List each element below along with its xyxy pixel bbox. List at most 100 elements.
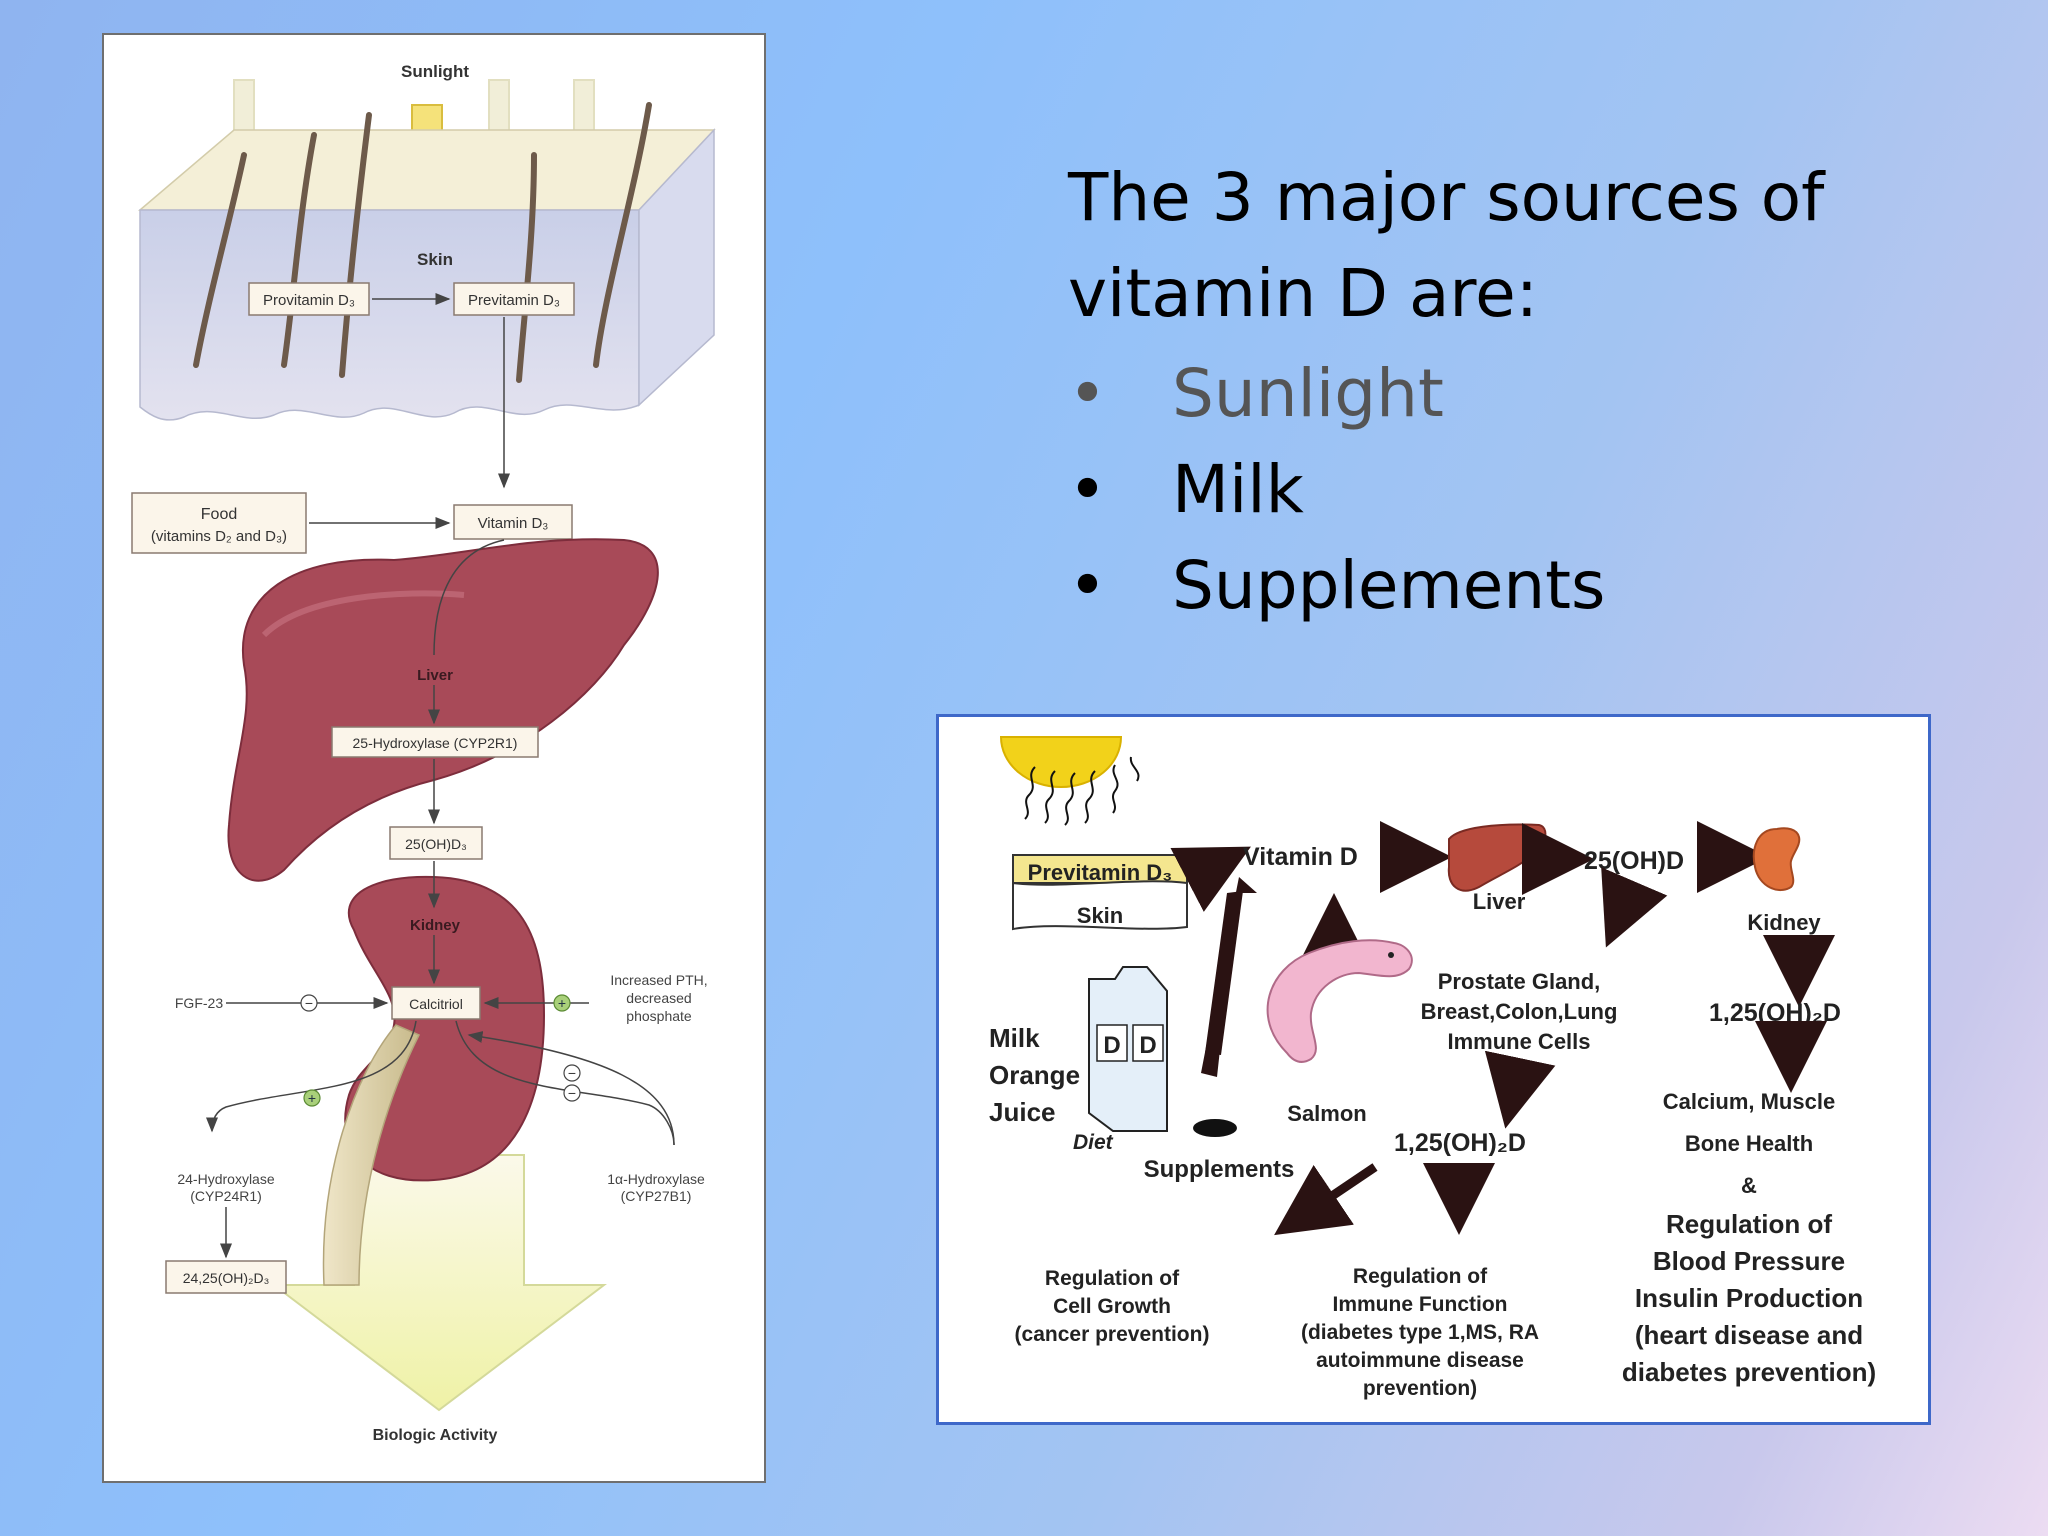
sources-list: •Sunlight • Milk • Supplements <box>1068 346 1605 634</box>
inhibit-icon <box>563 1064 581 1082</box>
inhibit-icon <box>563 1084 581 1102</box>
list-item: •Sunlight <box>1068 346 1605 442</box>
blood-pressure-label: Blood Pressure <box>1653 1246 1845 1276</box>
food-label: Food <box>201 506 237 523</box>
reg-imm-label-5: prevention) <box>1363 1377 1477 1400</box>
skin-label: Skin <box>417 250 453 269</box>
milk-carton-icon <box>1088 966 1168 1132</box>
bullet-icon: • <box>1068 451 1107 528</box>
liver-label: Liver <box>417 667 453 684</box>
dihydroxy-kidney-label: 1,25(OH)₂D <box>1709 999 1841 1027</box>
arrow <box>1274 1163 1378 1236</box>
h1a-sublabel: (CYP27B1) <box>621 1188 692 1204</box>
minus-sign: − <box>568 1085 576 1101</box>
pth-label-2: decreased <box>626 990 691 1006</box>
plus-sign: + <box>558 995 566 1011</box>
pth-label-3: phosphate <box>626 1008 692 1024</box>
dihydroxy-tissue-label: 1,25(OH)₂D <box>1394 1129 1526 1157</box>
slide-title: The 3 major sources of vitamin D are: <box>1068 159 1825 332</box>
immune-function-group: Regulation of Immune Function (diabetes … <box>1301 1265 1539 1400</box>
hydroxylase25-label: 25-Hydroxylase (CYP2R1) <box>353 735 518 751</box>
regulation-group: Regulation of Blood Pressure Insulin Pro… <box>1622 1209 1876 1387</box>
reg-cell-label: Regulation of <box>1045 1267 1180 1290</box>
provitamin-label: Provitamin D₃ <box>263 292 355 309</box>
arrow <box>1484 1050 1556 1129</box>
ureter-icon <box>322 1024 421 1286</box>
biologic-activity-label: Biologic Activity <box>373 1427 498 1444</box>
reg-cell-label-2: Cell Growth <box>1053 1295 1171 1318</box>
reg-of-label: Regulation of <box>1666 1209 1832 1239</box>
kidney-label: Kidney <box>410 917 461 934</box>
sun-rays-icon <box>1024 756 1140 826</box>
list-item: • Supplements <box>1068 538 1605 634</box>
amp-label: & <box>1741 1173 1757 1198</box>
kidney-label: Kidney <box>1747 910 1821 935</box>
previtamin-label: Previtamin D₃ <box>1028 860 1173 885</box>
sunlight-label: Sunlight <box>401 62 469 81</box>
pth-label: Increased PTH, <box>610 972 707 988</box>
immune-cells-label: Immune Cells <box>1447 1029 1590 1054</box>
vitamin-d3-label: Vitamin D₃ <box>478 515 549 532</box>
sources-diagram: Previtamin D₃ Skin Vitamin D Liver 25(OH… <box>936 714 1931 1425</box>
orange-label: Orange <box>989 1060 1080 1090</box>
metabolism-diagram: Sunlight Skin Provitamin D₃ Previtamin D… <box>102 33 766 1483</box>
hair-icon <box>193 102 652 383</box>
breast-label: Breast,Colon,Lung <box>1421 999 1618 1024</box>
pill-icon <box>1193 1119 1237 1137</box>
vitamin-d-label: Vitamin D <box>1243 843 1358 871</box>
plus-sign: + <box>308 1090 316 1106</box>
sources-diagram-svg: Previtamin D₃ Skin Vitamin D Liver 25(OH… <box>989 736 1876 1400</box>
reg-cell-label-3: (cancer prevention) <box>1015 1323 1210 1346</box>
oh-d3-label: 25(OH)D₃ <box>405 836 467 852</box>
food-sublabel: (vitamins D₂ and D₃) <box>151 528 287 545</box>
oh-d-label: 25(OH)D <box>1584 847 1684 875</box>
prostate-label: Prostate Gland, <box>1438 969 1601 994</box>
bone-label: Bone Health <box>1685 1131 1813 1156</box>
calcitriol-label: Calcitriol <box>409 996 463 1012</box>
minus-sign: − <box>305 995 313 1011</box>
skin-side <box>638 128 715 407</box>
list-item-label: Milk <box>1172 451 1304 528</box>
diabetes-prev-label: diabetes prevention) <box>1622 1357 1876 1387</box>
bullet-icon: • <box>1068 547 1107 624</box>
liver-label: Liver <box>1473 889 1526 914</box>
d24-25-label: 24,25(OH)₂D₃ <box>183 1270 270 1286</box>
h24-label: 24-Hydroxylase <box>177 1171 274 1187</box>
carton-panel <box>1096 1024 1128 1062</box>
liver-icon <box>1447 823 1547 892</box>
calcium-label: Calcium, Muscle <box>1663 1089 1835 1114</box>
juice-label: Juice <box>989 1097 1056 1127</box>
insulin-label: Insulin Production <box>1635 1283 1863 1313</box>
previtamin-box <box>453 282 575 316</box>
skin-layer <box>139 209 640 421</box>
salmon-label: Salmon <box>1287 1101 1366 1126</box>
hydroxylase25-box <box>331 726 539 758</box>
list-item-label: Supplements <box>1172 547 1606 624</box>
fgf-label: FGF-23 <box>175 995 223 1011</box>
stimulate-icon <box>553 994 571 1012</box>
milk-label: Milk <box>989 1023 1040 1053</box>
kidney-icon <box>1752 827 1801 892</box>
previtamin-label: Previtamin D₃ <box>468 292 560 309</box>
arrow <box>1601 867 1668 948</box>
h24-sublabel: (CYP24R1) <box>190 1188 262 1204</box>
metabolism-diagram-svg: Sunlight Skin Provitamin D₃ Previtamin D… <box>131 62 716 1444</box>
reg-imm-label-3: (diabetes type 1,MS, RA <box>1301 1321 1539 1344</box>
skin-label: Skin <box>1077 903 1123 928</box>
list-item: • Milk <box>1068 442 1605 538</box>
reg-imm-label-4: autoimmune disease <box>1316 1349 1524 1372</box>
diet-label: Diet <box>1073 1131 1114 1154</box>
carton-panel <box>1132 1024 1164 1062</box>
cell-growth-group: Regulation of Cell Growth (cancer preven… <box>1015 1267 1210 1346</box>
skin-box <box>1012 880 1188 931</box>
list-item-label: Sunlight <box>1172 355 1444 432</box>
stimulate-icon <box>303 1089 321 1107</box>
vitamin-d3-box <box>453 504 573 540</box>
inhibit-icon <box>300 994 318 1012</box>
calcitriol-box <box>391 986 481 1020</box>
provitamin-box <box>248 282 370 316</box>
oh-d3-box <box>389 826 483 860</box>
reg-imm-label: Regulation of <box>1353 1265 1488 1288</box>
minus-sign: − <box>568 1065 576 1081</box>
food-box <box>131 492 307 554</box>
